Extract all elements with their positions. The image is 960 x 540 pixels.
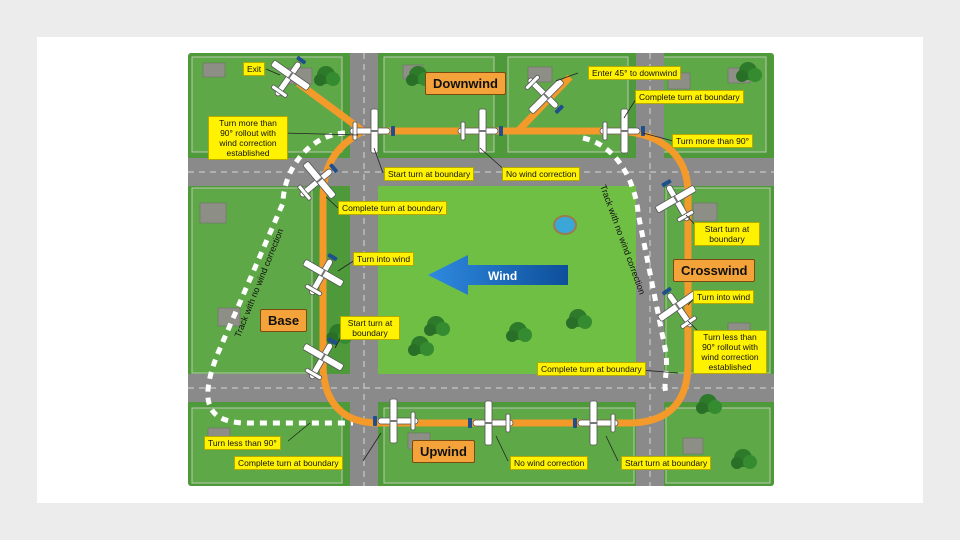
label-turn-less-left: Turn less than 90° [204,436,281,450]
label-no-wind-correction-top: No wind correction [502,167,581,181]
wind-label: Wind [488,269,517,283]
label-turn-more-left: Turn more than 90° rollout with wind cor… [208,116,288,160]
label-start-turn-right: Start turn at boundary [694,222,760,246]
leg-base: Base [260,309,308,332]
label-turn-less-right: Turn less than 90° rollout with wind cor… [693,330,767,374]
roads [188,53,774,486]
label-start-turn-bottom: Start turn at boundary [621,456,712,470]
label-no-wind-correction-bottom: No wind correction [510,456,589,470]
leader-lines [265,68,699,462]
label-complete-turn-bottom-left: Complete turn at boundary [234,456,343,470]
wind-arrow [428,255,568,295]
label-turn-more-right: Turn more than 90° [672,134,754,148]
label-start-turn-left: Start turn at boundary [340,316,400,340]
pond [553,215,577,235]
label-start-turn-top: Start turn at boundary [384,167,475,181]
label-complete-turn-top-right: Complete turn at boundary [635,90,744,104]
label-complete-turn-left: Complete turn at boundary [338,201,447,215]
traffic-pattern-diagram: Track with no wind correction Track with… [188,53,774,486]
left-dotted-track [205,130,359,426]
leg-crosswind: Crosswind [673,259,756,282]
label-exit: Exit [243,62,266,76]
leg-upwind: Upwind [412,440,475,463]
label-enter-45: Enter 45° to downwind [588,66,682,80]
label-turn-into-wind-left: Turn into wind [353,252,415,266]
leg-downwind: Downwind [425,72,506,95]
label-complete-turn-bottom-right: Complete turn at boundary [537,362,646,376]
label-turn-into-wind-right: Turn into wind [693,290,755,304]
